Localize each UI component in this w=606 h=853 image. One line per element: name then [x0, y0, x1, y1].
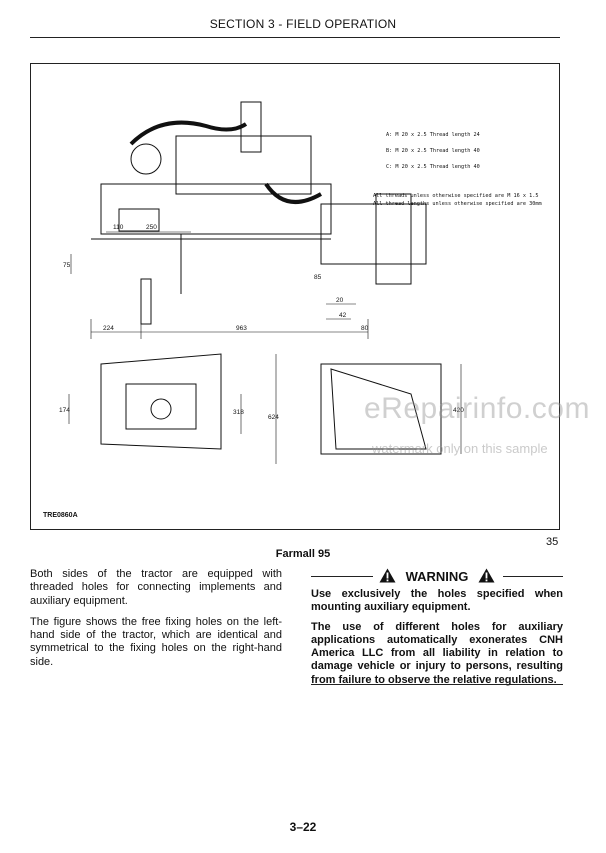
dim-318: 318 [233, 409, 244, 416]
warning-icon [478, 568, 495, 583]
thread-note-c: C: M 20 x 2.5 Thread length 40 [386, 164, 480, 170]
figure-code: TRE0860A [43, 512, 78, 519]
warning-text: Use exclusively the holes specified when… [311, 588, 563, 693]
dim-110: 110 [113, 224, 124, 231]
top-view-left [100, 353, 222, 450]
dim-80: 80 [361, 325, 369, 332]
warning-paragraph: The use of different holes for auxiliary… [311, 620, 563, 686]
technical-figure: A: M 20 x 2.5 Thread length 24 B: M 20 x… [30, 63, 560, 530]
front-bracket [118, 208, 160, 232]
engine-drawing: A: M 20 x 2.5 Thread length 24 B: M 20 x… [59, 101, 542, 464]
dim-250: 250 [146, 224, 157, 231]
air-cleaner-circle [130, 143, 162, 175]
coolant-hose [264, 182, 322, 204]
section-header: SECTION 3 - FIELD OPERATION [209, 17, 397, 31]
thread-note-b: B: M 20 x 2.5 Thread length 40 [386, 148, 480, 154]
top-view-center [150, 398, 172, 420]
dim-85: 85 [314, 274, 322, 281]
dim-42: 42 [339, 312, 347, 319]
warning-header: WARNING [311, 566, 563, 586]
engine-block-upper [175, 135, 312, 195]
engine-block-lower [100, 183, 332, 235]
rear-view-housing [320, 363, 442, 455]
warning-rule-right [503, 576, 563, 577]
dim-20: 20 [336, 297, 344, 304]
rear-housing [320, 203, 427, 265]
warning-title: WARNING [405, 569, 469, 584]
page-number: 3–22 [289, 820, 317, 834]
dim-963: 963 [236, 325, 247, 332]
warning-bottom-rule [311, 684, 563, 685]
general-note-lengths: All thread lengths unless otherwise spec… [373, 201, 542, 207]
dim-624: 624 [268, 414, 279, 421]
intake-pipe [129, 120, 248, 146]
dim-420: 420 [453, 407, 464, 414]
left-column: Both sides of the tractor are equipped w… [30, 568, 282, 677]
watermark-sub: watermark only on this sample [372, 441, 548, 456]
warning-icon [379, 568, 396, 583]
watermark-main: eRepairinfo.com [364, 392, 590, 425]
top-view-frame [125, 383, 197, 430]
figure-number: 35 [546, 536, 559, 548]
dim-75: 75 [63, 262, 71, 269]
header-rule [30, 37, 560, 38]
figure-caption: Farmall 95 [275, 548, 331, 560]
warning-paragraph: Use exclusively the holes specified when… [311, 588, 563, 614]
general-note-threads: All threads unless otherwise specified a… [373, 193, 539, 199]
thread-note-a: A: M 20 x 2.5 Thread length 24 [386, 132, 480, 138]
rear-flange [375, 193, 412, 285]
dim-174: 174 [59, 407, 70, 414]
body-paragraph: Both sides of the tractor are equipped w… [30, 568, 282, 607]
body-paragraph: The figure shows the free fixing holes o… [30, 615, 282, 668]
dim-224: 224 [103, 325, 114, 332]
rear-view-detail [330, 368, 427, 450]
front-axle-post [140, 278, 152, 325]
warning-rule-left [311, 576, 373, 577]
